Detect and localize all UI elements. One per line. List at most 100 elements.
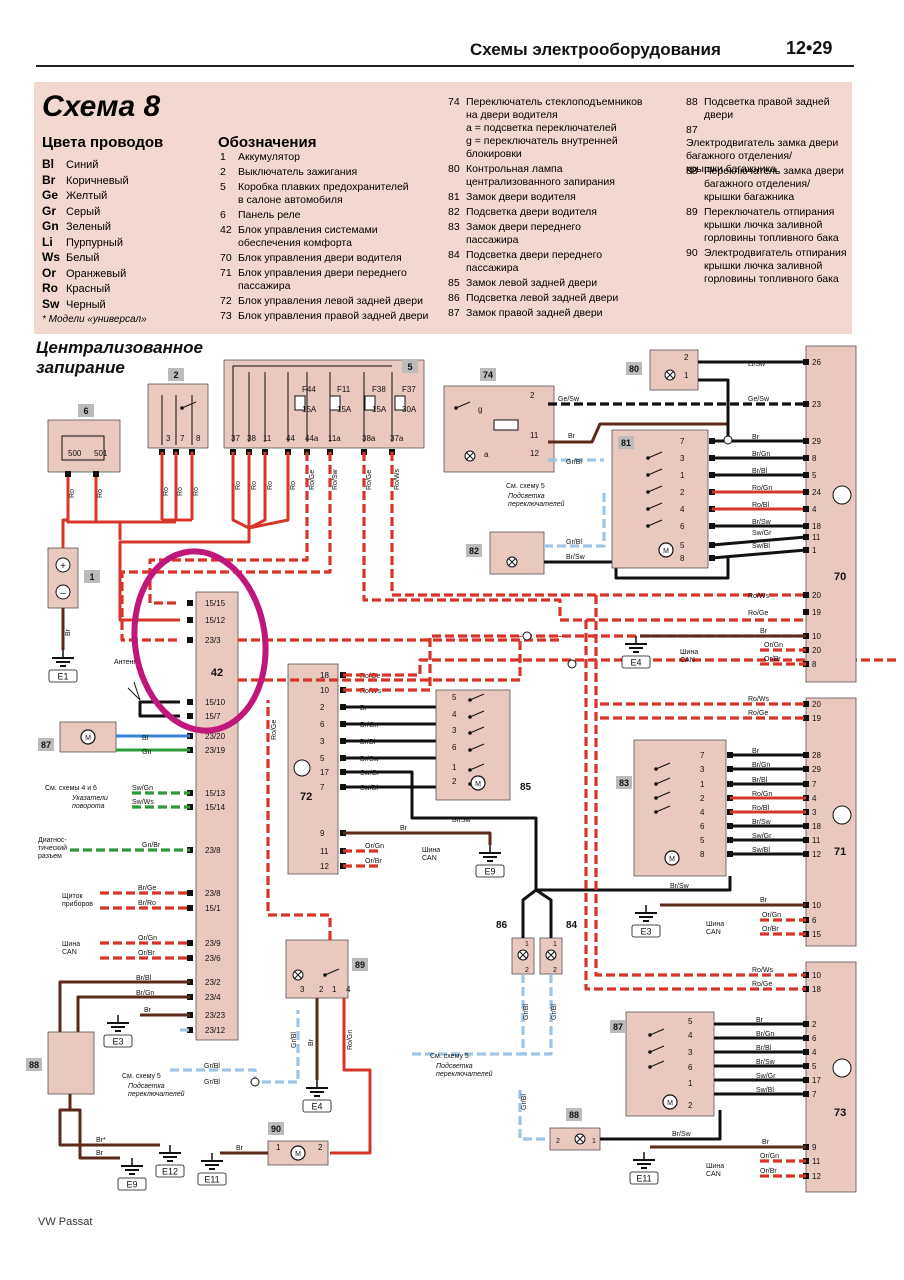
component-88b-number: 88 bbox=[569, 1110, 579, 1120]
relay-panel bbox=[47, 419, 121, 473]
note-see-scheme-5-left: См. схему 5 bbox=[122, 1073, 161, 1080]
wire-label-gr-bl: Gr/Bl bbox=[566, 539, 582, 546]
lr-wire-17 bbox=[343, 770, 538, 890]
wire-label-br: Br bbox=[236, 1145, 244, 1152]
ignition-switch-contact-pivot bbox=[180, 406, 184, 410]
fuel-flap-supply bbox=[266, 700, 332, 940]
component-70-number: 70 bbox=[834, 571, 846, 583]
rr-lock-wire-label: Br/Sw bbox=[756, 1059, 776, 1066]
relay-terminal bbox=[93, 471, 99, 477]
driver-lock-switch-pivot bbox=[646, 507, 650, 511]
wire-label-br-gn: Br/Gn bbox=[136, 990, 154, 997]
driver-lock-switch-pivot bbox=[646, 456, 650, 460]
wire-color-name: Белый bbox=[66, 252, 100, 264]
note-can-73: CAN bbox=[706, 1171, 721, 1178]
designation-number: 90 bbox=[686, 247, 698, 259]
lr-lock-switch-pivot bbox=[468, 748, 472, 752]
wire-label-sw-gn: Sw/Gn bbox=[132, 785, 153, 792]
component-90-number: 90 bbox=[271, 1124, 281, 1134]
wire-label-gr-bl: Gr/Bl bbox=[291, 1032, 298, 1048]
wire-color-code: Sw bbox=[42, 296, 60, 311]
driver-unit-pin-5: 5 bbox=[812, 471, 817, 480]
ground-e9-mid-label: E9 bbox=[484, 867, 495, 877]
wire-label-ro-ws: Ro/Ws bbox=[748, 593, 770, 600]
rr-lock-switch bbox=[649, 1045, 665, 1053]
comfort-pin-terminal bbox=[187, 617, 193, 623]
window-switch-pin-2: 2 bbox=[530, 391, 535, 400]
wire-label-gr-bl: Gr/Bl bbox=[566, 459, 582, 466]
comfort-pin-23-3: 23/3 bbox=[205, 636, 221, 645]
comfort-pin-terminal bbox=[187, 637, 193, 643]
lr-unit-pin-10: 10 bbox=[320, 686, 329, 695]
wire-color-name: Оранжевый bbox=[66, 267, 127, 280]
ground-e11-left-label: E11 bbox=[204, 1175, 219, 1185]
driver-unit-terminal bbox=[803, 547, 809, 553]
wire-label-br: Br bbox=[144, 1007, 152, 1014]
wire-label-br: Br bbox=[308, 1038, 315, 1046]
wire-label-ro: Ro bbox=[163, 487, 170, 496]
driver-unit-terminal bbox=[803, 534, 809, 540]
component-74-number: 74 bbox=[483, 370, 493, 380]
lr-lock-switch bbox=[469, 710, 485, 718]
lr-lock-switch-pivot bbox=[468, 698, 472, 702]
lr-lock-pin-3: 3 bbox=[452, 726, 457, 735]
wire-color-code: Bl bbox=[42, 157, 54, 171]
driver-lock-wire-label: Sw/Bl bbox=[752, 543, 770, 550]
driver-lock-motor-icon bbox=[658, 542, 674, 558]
wire-label-br-star: Br* bbox=[96, 1137, 106, 1144]
driver-unit-terminal bbox=[803, 523, 809, 529]
driver-lock-wire-6 bbox=[711, 535, 807, 547]
comfort-pin-terminal bbox=[187, 713, 193, 719]
passenger-lock-pin: 4 bbox=[700, 808, 705, 817]
designation-number: 81 bbox=[448, 191, 460, 203]
component-84-number: 84 bbox=[566, 920, 578, 931]
passenger-lock-switch-pivot bbox=[654, 767, 658, 771]
lr-unit-pin-18: 18 bbox=[320, 671, 329, 680]
lr-lock-switch-pivot bbox=[468, 715, 472, 719]
fuse-wire-label: Ro bbox=[235, 481, 242, 490]
driver-unit-pin-8: 8 bbox=[812, 454, 817, 463]
fuel-flap-switch bbox=[285, 939, 349, 999]
fuse-name-f37: F37 bbox=[402, 385, 416, 394]
component-87-number: 87 bbox=[41, 740, 51, 750]
passenger-lock-pin: 1 bbox=[700, 780, 705, 789]
lr-lock-motor-icon bbox=[470, 775, 486, 791]
ground-e4-upper-label: E4 bbox=[630, 658, 641, 668]
wire-color-name: Красный bbox=[66, 283, 111, 295]
rr-lock-pin: 4 bbox=[688, 1031, 693, 1040]
comfort-pin-23-6: 23/6 bbox=[205, 954, 221, 963]
passenger-lock-switch bbox=[655, 777, 671, 785]
driver-unit-pin-26: 26 bbox=[812, 358, 821, 367]
designation-text: Выключатель зажигания bbox=[238, 166, 358, 178]
passenger-unit-pin-7: 7 bbox=[812, 780, 817, 789]
fuse-f44 bbox=[294, 395, 306, 411]
fuse-rating-f37: 30A bbox=[402, 405, 417, 414]
ground-e4-lower-frame bbox=[302, 1099, 332, 1113]
note-cluster: Щиток bbox=[62, 893, 83, 900]
driver-unit-terminal bbox=[803, 592, 809, 598]
wire-label-gr-bl: Gr/Bl bbox=[521, 1094, 528, 1110]
fuse-f11 bbox=[329, 395, 341, 411]
wire-label-ro-ge: Ro/Ge bbox=[752, 981, 772, 988]
wire-label-or-gn: Or/Gn bbox=[138, 935, 157, 942]
fuse-wire-label: Ro bbox=[290, 481, 297, 490]
comfort-pin-23-8: 23/8 bbox=[205, 889, 221, 898]
lr-ground-wire bbox=[343, 831, 492, 845]
rr-lock-pin: 6 bbox=[688, 1063, 693, 1072]
note-see-schemes-4-6: См. схемы 4 и 6 bbox=[45, 785, 97, 792]
fuel-flap-motor-icon-glyph: M bbox=[295, 1151, 301, 1158]
lr-ro-ws-wire bbox=[343, 634, 806, 692]
